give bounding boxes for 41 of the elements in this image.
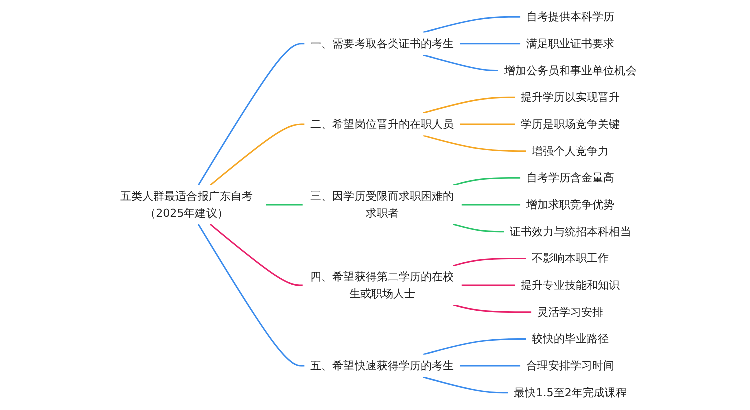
connector: [453, 304, 532, 314]
node-text: 灵活学习安排: [538, 306, 604, 319]
node-text: 五、希望快速获得学历的考生: [310, 359, 454, 372]
node-text: 自考提供本科学历: [526, 10, 615, 24]
connector: [460, 43, 521, 45]
node-text: 证书效力与统招本科相当: [510, 225, 632, 238]
connector: [453, 258, 526, 267]
node-text: 不影响本职工作: [532, 252, 610, 266]
node-text: 四、希望获得第二学历的在校生或职场人士: [310, 270, 454, 300]
connector: [423, 338, 526, 356]
connector: [423, 134, 526, 152]
connector: [210, 124, 305, 186]
node-text: 增强个人竞争力: [532, 144, 610, 158]
connector: [462, 204, 521, 206]
connector: [198, 43, 305, 186]
connector: [462, 284, 516, 286]
connector: [266, 204, 303, 206]
connector: [423, 376, 508, 394]
connector: [423, 16, 521, 34]
node-text: 提升学历以实现晋升: [520, 90, 620, 104]
connector: [453, 177, 521, 186]
node-text: 增加求职竞争优势: [526, 198, 615, 212]
node-text: 最快1.5至2年完成课程: [514, 386, 628, 400]
node-text: 自考学历含金量高: [526, 171, 615, 185]
node-text: 二、希望岗位晋升的在职人员: [310, 118, 454, 131]
node-text: 一、需要考取各类证书的考生: [310, 37, 454, 50]
node-text: 五类人群最适合报广东自考（2025年建议）: [120, 190, 253, 220]
connector: [423, 54, 499, 72]
node-text: 学历是职场竞争关键: [520, 118, 620, 131]
connector: [198, 224, 305, 367]
node-text: 满足职业证书要求: [526, 37, 615, 50]
node-text: 提升专业技能和知识: [520, 278, 620, 292]
node-text: 较快的毕业路径: [532, 332, 610, 346]
node-text: 增加公务员和事业单位机会: [504, 64, 637, 78]
node-text: 三、因学历受限而求职困难的求职者: [310, 190, 454, 220]
connector: [460, 365, 521, 367]
connector: [423, 96, 516, 114]
connector: [460, 124, 516, 126]
connector: [453, 224, 504, 233]
connector: [210, 224, 303, 286]
node-text: 合理安排学习时间: [526, 359, 615, 372]
